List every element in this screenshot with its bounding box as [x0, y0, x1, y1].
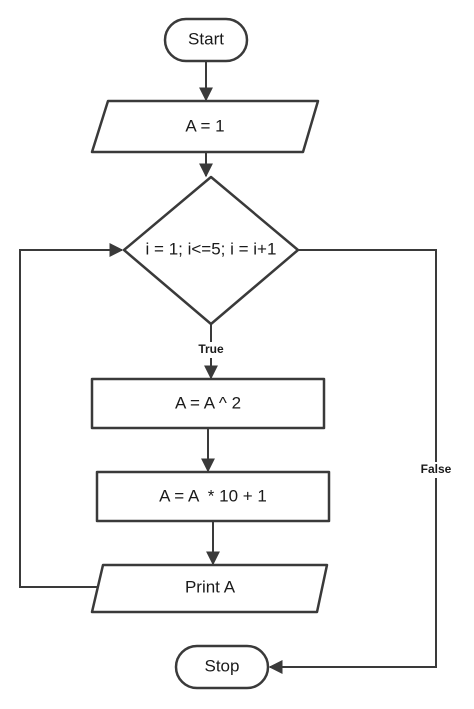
loop-decision-label: i = 1; i<=5; i = i+1	[146, 239, 277, 258]
arrow-loop-false-to-stop	[268, 249, 437, 674]
false-edge-label: False	[421, 462, 452, 476]
stop-node: Stop	[174, 644, 270, 690]
true-label-background	[195, 342, 227, 358]
compute-label: A = A * 10 + 1	[159, 486, 267, 505]
arrow-loop-back	[19, 243, 124, 588]
print-label: Print A	[185, 577, 236, 596]
print-node: Print A	[90, 563, 329, 614]
init-node: A = 1	[90, 99, 320, 154]
true-edge-label: True	[198, 342, 224, 356]
start-label: Start	[188, 29, 224, 48]
stop-label: Stop	[205, 656, 240, 675]
start-node: Start	[163, 17, 249, 63]
loop-decision-node: i = 1; i<=5; i = i+1	[122, 175, 300, 326]
compute-node: A = A * 10 + 1	[95, 470, 331, 523]
square-label: A = A ^ 2	[175, 393, 241, 412]
square-node: A = A ^ 2	[90, 377, 326, 430]
false-label-background	[418, 462, 454, 478]
init-label: A = 1	[185, 116, 224, 135]
